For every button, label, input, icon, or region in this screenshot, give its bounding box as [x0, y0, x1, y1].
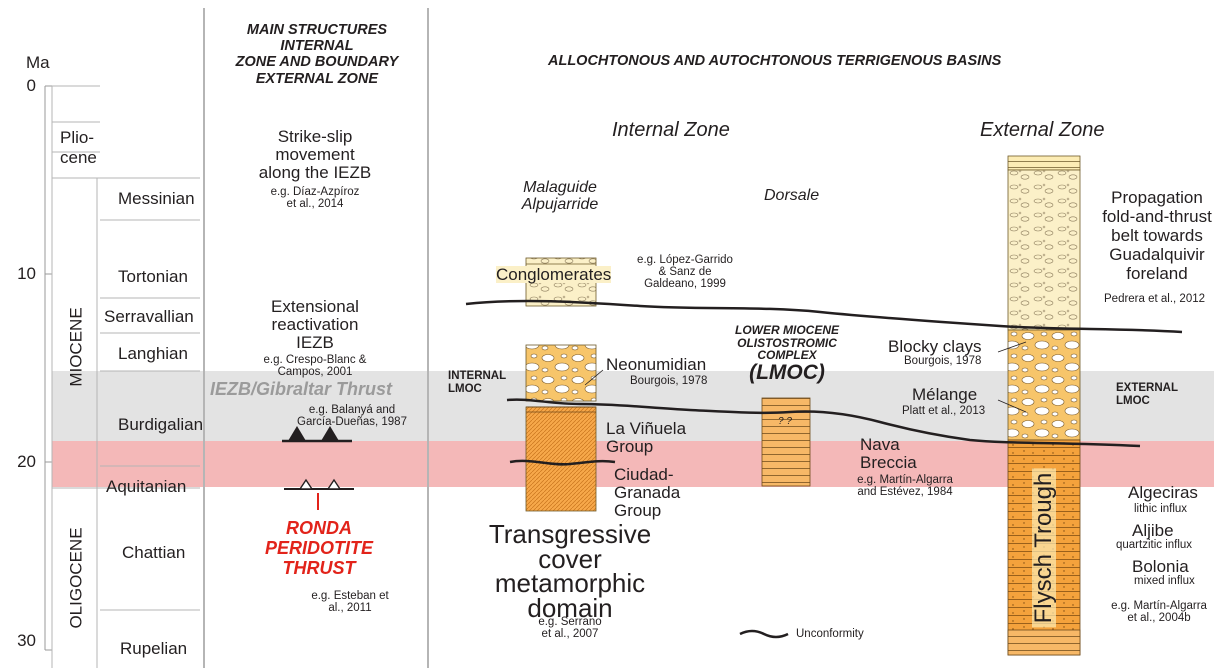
question-marks: ? ? — [778, 416, 792, 427]
neonumidian-ref: Bourgois, 1978 — [630, 375, 708, 387]
conglomerates-ref: e.g. López-Garrido & Sanz de Galdeano, 1… — [637, 254, 733, 291]
epoch-oligocene: OLIGOCENE — [66, 527, 86, 629]
ronda-thrust-symbol — [284, 478, 354, 510]
stage-aquitanian: Aquitanian — [106, 477, 187, 496]
extensional-text: Extensional reactivation IEZB — [271, 297, 359, 352]
transgressive-ref: e.g. Serrano et al., 2007 — [538, 616, 602, 641]
strike-slip-ref: e.g. Díaz-Azpíroz et al., 2014 — [270, 186, 360, 211]
tick-label-30: 30 — [17, 631, 36, 650]
flysch-ref: e.g. Martín-Algarra et al., 2004b — [1111, 600, 1207, 625]
propagation-label: Propagation fold-and-thrust belt towards… — [1102, 188, 1212, 284]
vinuela-column — [525, 406, 597, 512]
melange-ref: Platt et al., 2013 — [902, 405, 986, 417]
stage-chattian: Chattian — [122, 543, 186, 562]
axis-unit: Ma — [26, 53, 50, 72]
bolonia-label: Bolonia — [1132, 557, 1189, 576]
ronda-ref: e.g. Esteban et al., 2011 — [311, 590, 389, 615]
flysch-trough-label: Flysch Trough — [1030, 468, 1057, 628]
stage-tortonian: Tortonian — [118, 267, 188, 286]
algeciras-sub: lithic influx — [1134, 503, 1188, 515]
stage-messinian: Messinian — [118, 189, 195, 208]
nava-label: Nava Breccia — [860, 435, 917, 472]
aljibe-sub: quartzitic influx — [1116, 539, 1193, 551]
melange-label: Mélange — [912, 385, 978, 404]
epoch-pliocene: Plio- cene — [60, 128, 97, 167]
vinuela-label: La Viñuela Group — [606, 419, 687, 456]
malaguide-label: Malaguide Alpujarride — [521, 179, 599, 213]
gibraltar-thrust-label: IEZB/Gibraltar Thrust — [210, 379, 393, 399]
unconformity-lower — [509, 459, 616, 466]
unconformity-middle — [506, 398, 1141, 448]
lmoc-abbr: (LMOC) — [749, 361, 825, 384]
ciudad-granada-label: Ciudad- Granada Group — [614, 465, 681, 520]
tick-label-10: 10 — [17, 264, 36, 283]
propagation-ref: Pedrera et al., 2012 — [1104, 293, 1206, 305]
bolonia-sub: mixed influx — [1134, 575, 1195, 587]
internal-lmoc-label: INTERNAL LMOC — [448, 370, 507, 396]
gibraltar-thrust-symbol — [282, 426, 352, 443]
tick-label-20: 20 — [17, 452, 36, 471]
external-lmoc-label: EXTERNAL LMOC — [1116, 382, 1178, 408]
dorsale-label: Dorsale — [764, 187, 820, 204]
nava-ref: e.g. Martín-Algarra and Estévez, 1984 — [857, 474, 953, 499]
algeciras-label: Algeciras — [1128, 483, 1198, 502]
unconformity-upper — [465, 299, 1183, 334]
extensional-ref: e.g. Crespo-Blanc & Campos, 2001 — [263, 354, 367, 379]
neonumidian-label: Neonumidian — [606, 355, 707, 374]
neonumidian-column — [525, 344, 597, 402]
epoch-miocene: MIOCENE — [66, 307, 86, 387]
stage-serravallian: Serravallian — [104, 307, 194, 326]
internal-zone-label: Internal Zone — [612, 119, 730, 141]
tick-label-0: 0 — [26, 76, 36, 95]
stage-rupelian: Rupelian — [120, 639, 188, 658]
strike-slip-text: Strike-slip movement along the IEZB — [258, 127, 372, 182]
ronda-thrust-label: RONDA PERIDOTITE THRUST — [264, 518, 373, 579]
blocky-clays-ref: Bourgois, 1978 — [904, 355, 982, 367]
structures-header: MAIN STRUCTURES INTERNAL ZONE AND BOUNDA… — [235, 22, 399, 87]
blocky-clays-label: Blocky clays — [888, 337, 982, 356]
lmoc-title: LOWER MIOCENE OLISTOSTROMIC COMPLEX — [735, 323, 839, 363]
basins-header: ALLOCHTONOUS AND AUTOCHTONOUS TERRIGENOU… — [548, 53, 1002, 69]
external-zone-label: External Zone — [980, 119, 1105, 141]
conglomerates-label: Conglomerates — [496, 265, 612, 284]
legend-unconformity-label: Unconformity — [796, 628, 864, 640]
unconformity-legend-icon — [739, 629, 789, 639]
transgressive-label: Transgressive cover metamorphic domain — [488, 519, 652, 624]
stage-burdigalian: Burdigalian — [118, 415, 204, 434]
stage-langhian: Langhian — [118, 344, 188, 363]
external-column — [1007, 155, 1081, 656]
gibraltar-ref: e.g. Balanyá and García-Dueñas, 1987 — [297, 404, 407, 429]
aljibe-label: Aljibe — [1132, 521, 1174, 540]
